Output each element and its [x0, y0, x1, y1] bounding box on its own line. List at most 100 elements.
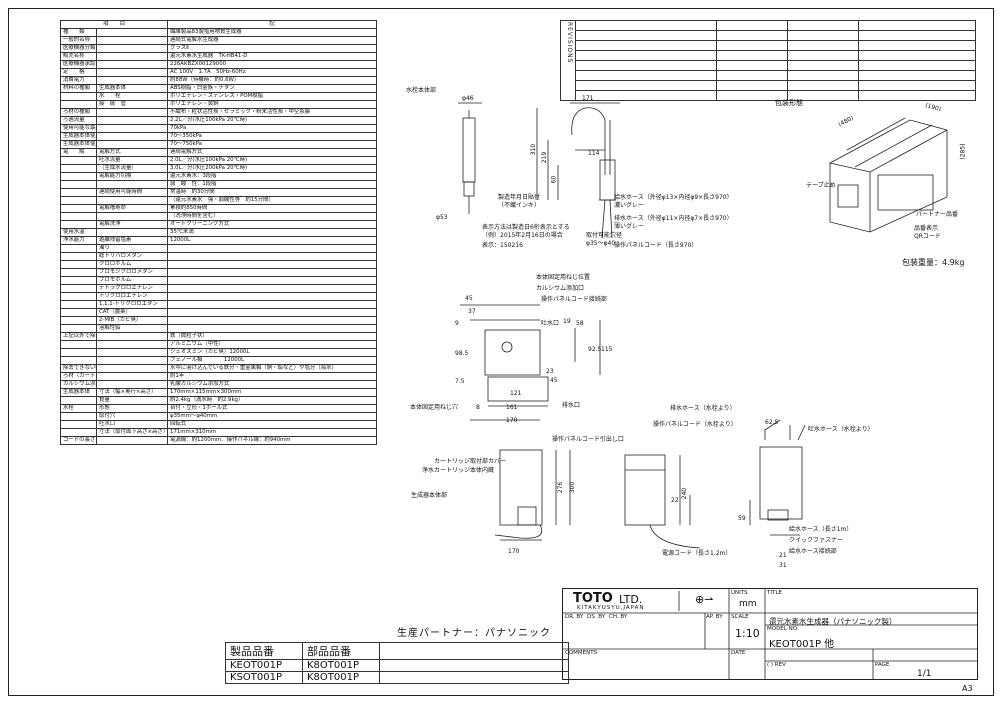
faucet-drawing — [458, 102, 620, 239]
dim-98-5: 98.5 — [455, 350, 469, 357]
dim-23: 23 — [546, 368, 554, 375]
parts-component-1: K8OT001P — [302, 659, 380, 672]
company-logo: TOTO — [573, 591, 613, 606]
scale-value: 1:10 — [735, 627, 760, 640]
generator-side-drawing — [624, 454, 701, 549]
revisions-label: REVISIONS — [566, 22, 573, 64]
dim-171: 171 — [582, 95, 594, 102]
faucet-label: 水栓本体部 — [406, 87, 437, 94]
scale-label: SCALE — [731, 614, 749, 620]
sheet-size: A3 — [962, 684, 973, 693]
mount-label: 本体固定用ねじ穴 — [410, 404, 459, 411]
dim-115: 115 — [601, 346, 613, 353]
dim-62-5: 62.5 — [765, 419, 779, 426]
company-ltd: LTD. — [619, 593, 643, 606]
generator-label: 生成器本体部 — [411, 492, 448, 499]
hole-size-label: 取付可能穴径 — [586, 232, 623, 239]
hose2-label: 排水ホース（外径φ11×内径φ7×長さ970） — [614, 215, 733, 222]
panel-cord2-label: 操作パネルコード（水栓より） — [653, 421, 737, 428]
ds-label: DS. BY — [587, 614, 606, 620]
display-method: 表示方法は製造日6桁表示とする — [482, 224, 570, 231]
drain-hose-label: 排水ホース（水栓より） — [670, 405, 736, 412]
page-label: PAGE — [875, 662, 890, 668]
spec-value: 電源線：約1200mm、操作パネル線：約940mm — [167, 436, 377, 445]
parts-product-2: KSOT001P — [225, 671, 303, 684]
dr-label: DR. BY — [565, 614, 584, 620]
dim-d53: φ53 — [436, 214, 448, 221]
dim-21: 21 — [779, 552, 787, 559]
drawing-sheet — [8, 8, 994, 696]
rev-label: ( ) REV — [767, 662, 786, 668]
dim-170: 170 — [506, 417, 518, 424]
dim-285: (285) — [959, 143, 967, 160]
dim-219: 219 — [541, 151, 549, 164]
cartridge-cover-label: カートリッジ取付部カバー — [434, 458, 507, 465]
page-value: 1/1 — [917, 669, 932, 679]
calcium-label: カルシウム添加口 — [536, 285, 585, 292]
dim-37: 37 — [468, 308, 476, 315]
dim-240: 240 — [681, 487, 689, 500]
model-value: KEOT001P 他 — [769, 639, 835, 650]
hose1-color: 濃いグレー — [614, 202, 645, 209]
parts-header-component: 部品品番 — [302, 642, 380, 660]
dim-276: 276 — [557, 481, 565, 494]
spec-row: カルシウム添加乳酸カルシウム添加方式 — [60, 380, 377, 389]
hose2-color: 薄いグレー — [614, 223, 645, 230]
tape-label: テープ止め — [806, 182, 836, 189]
part-display-label: 品番表示 — [914, 225, 939, 232]
panel-out-label: 操作パネルコード引出し口 — [552, 436, 624, 443]
dim-45b: 45 — [550, 377, 558, 384]
title-label: TITLE — [767, 590, 782, 596]
dim-60: 60 — [550, 175, 558, 184]
date-label-tb: DATE — [731, 650, 746, 656]
generator-top-drawing — [460, 304, 601, 421]
parts-header-product: 製品品番 — [225, 642, 303, 660]
parts-component-2: K8OT001P — [302, 671, 380, 684]
supply-conn-label: 給水ホース接続部 — [789, 548, 837, 555]
spec-row: コードの長さ電源線：約1200mm、操作パネル線：約940mm — [60, 436, 377, 445]
power-label: 電源コード（長さ1.2m） — [662, 550, 732, 557]
dim-310: 310 — [530, 143, 538, 156]
dim-7-5: 7.5 — [455, 378, 465, 385]
panel-conn-label: 操作パネルコード接続部 — [541, 296, 607, 303]
date-label: 製造年月日貼付 — [498, 194, 541, 201]
generator-front-drawing — [494, 449, 571, 541]
spout-hose-label: 吐水ホース（水栓より） — [808, 426, 874, 433]
revisions-table — [560, 20, 976, 101]
package-weight: 包装重量：4.9kg — [902, 258, 965, 267]
generator-rear-drawing — [749, 419, 806, 536]
spec-subitem — [95, 436, 169, 445]
drawing-title: 還元水素水生成器（パナソニック製） — [769, 617, 897, 626]
dim-300: 300 — [569, 481, 577, 494]
dim-45: 45 — [465, 295, 473, 302]
dim-9: 9 — [455, 320, 459, 327]
dim-161: 161 — [506, 404, 518, 411]
partner-number-label: パートナー品番 — [916, 211, 959, 218]
qr-label: QRコード — [914, 233, 941, 240]
company-city: KITAKYUSYU,JAPAN — [577, 605, 645, 611]
display-example: （例）2015年2月16日の場合 — [482, 232, 563, 239]
hose1-label: 給水ホース（外径φ13×内径φ9×長さ970） — [614, 194, 733, 201]
dim-19: 19 — [563, 318, 571, 325]
ch-label: CH. BY — [609, 614, 628, 620]
units-label: UNITS — [731, 590, 748, 596]
dim-8: 8 — [476, 404, 480, 411]
logo-icon: ⊕⇀ — [695, 593, 714, 606]
ap-label: AP. BY — [706, 614, 723, 620]
dim-31: 31 — [779, 562, 787, 569]
drain-label: 排水口 — [562, 402, 581, 409]
model-label: MODEL NO. — [767, 626, 799, 632]
screw-pos-label: 本体固定用ねじ位置 — [536, 274, 591, 281]
nonwoven-label: （不織インキ） — [498, 202, 541, 209]
dim-92-5: 92.5 — [588, 346, 602, 353]
parts-product-1: KEOT001P — [225, 659, 303, 672]
dim-58: 58 — [576, 320, 584, 327]
packing-label: 包装形態 — [775, 99, 803, 107]
package-drawing — [829, 117, 948, 233]
units-value: mm — [739, 599, 757, 609]
display-value: 表示：150216 — [482, 242, 523, 249]
dim-g170: 170 — [508, 548, 520, 555]
title-block: TOTO LTD. KITAKYUSYU,JAPAN ⊕⇀ UNITS mm T… — [562, 588, 978, 680]
